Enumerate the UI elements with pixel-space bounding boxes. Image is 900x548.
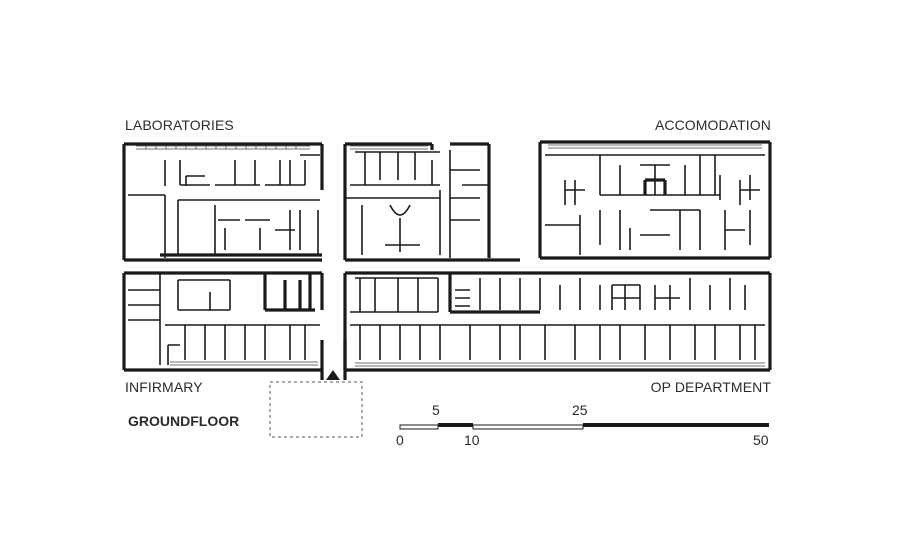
label-laboratories: LABORATORIES [125,117,234,133]
entrance-canopy-outline [269,381,363,438]
op-department-wing [343,271,772,372]
scale-segment-10-25 [472,424,584,430]
label-groundfloor: GROUNDFLOOR [128,413,239,429]
scale-segment-0-5 [399,424,439,430]
accommodation-wing [538,140,772,260]
laboratories-wing [122,142,324,262]
label-infirmary: INFIRMARY [125,379,203,395]
entrance-arrow-icon [326,370,340,380]
label-accommodation: ACCOMODATION [655,117,771,133]
scale-segment-25-50 [583,423,769,427]
entrance [269,340,363,438]
scale-tick-50: 50 [753,432,769,448]
scale-tick-0: 0 [396,432,404,448]
infirmary-wing [122,271,324,372]
scale-tick-10: 10 [464,432,480,448]
label-op-department: OP DEPARTMENT [651,379,772,395]
scale-bar: 0 5 10 25 50 [396,402,769,448]
scale-segment-5-10 [438,423,473,427]
middle-wing [343,142,520,262]
scale-tick-5: 5 [432,402,440,418]
scale-tick-25: 25 [572,402,588,418]
